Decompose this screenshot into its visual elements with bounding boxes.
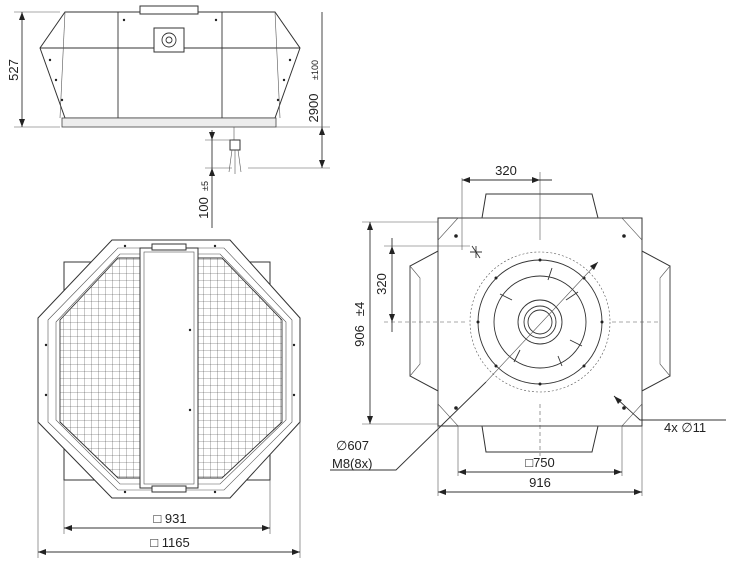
dim-outer-square: 916 <box>529 475 551 490</box>
dim-base-side-tol: ±4 <box>352 302 367 316</box>
dim-cable-length-tol: ±5 <box>200 181 210 191</box>
dim-bolt-spacing-side: 320 <box>374 273 389 295</box>
dim-bolt-spacing-top: 320 <box>495 163 517 178</box>
base-square <box>437 217 643 427</box>
dim-base-side: 906 <box>352 325 367 347</box>
dim-cable-length: 100 <box>196 197 211 219</box>
side-view: 527 2900 ±100 100 ±5 <box>6 5 330 228</box>
dim-bolt-thread: M8(8x) <box>332 456 372 471</box>
dim-hole-spec: 4x ∅11 <box>664 420 706 435</box>
inlet-ring <box>493 275 587 369</box>
warning-symbol <box>470 245 482 259</box>
dim-mount-height: 2900 <box>306 94 321 123</box>
dim-mount-height-tol: ±100 <box>310 60 320 80</box>
dim-hood-square: □ 1165 <box>150 535 189 550</box>
bottom-view: 320 320 906 ±4 ∅607 M8(8x) 4x ∅11 □750 <box>330 163 726 496</box>
cable-terminal <box>229 139 241 151</box>
mounting-circle <box>469 251 611 393</box>
motor-junction-box <box>153 27 185 53</box>
top-view: □ 931 □ 1165 <box>37 239 301 558</box>
dim-flange-diameter: ∅607 <box>336 438 369 453</box>
dim-height: 527 <box>6 59 21 81</box>
dim-inner-square: □750 <box>525 455 555 470</box>
dim-grille-square: □ 931 <box>153 511 186 526</box>
center-cover-strip <box>139 247 199 489</box>
